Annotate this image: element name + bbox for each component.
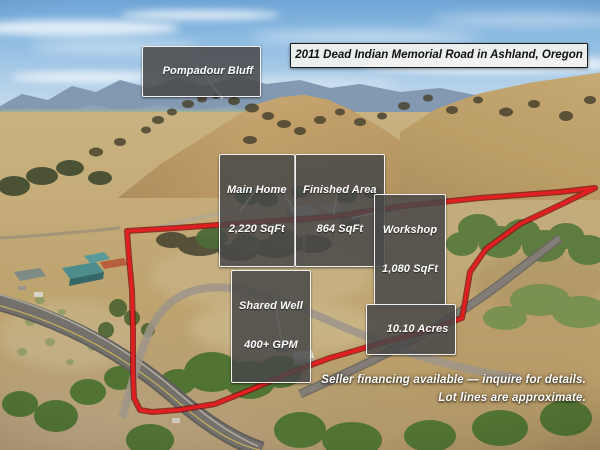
callout-finished-area-line2: 864 SqFt: [316, 223, 364, 235]
cloud: [10, 72, 160, 82]
disclaimer-lot-lines: Lot lines are approximate.: [438, 392, 586, 404]
neighbor-buildings: [14, 252, 128, 286]
callout-finished-area-line1: Finished Area: [303, 184, 377, 196]
title-banner: 2011 Dead Indian Memorial Road in Ashlan…: [290, 43, 588, 68]
vehicles: [18, 286, 180, 423]
callout-acreage-line1: 10.10 Acres: [386, 323, 449, 335]
cloud: [0, 20, 180, 36]
cloud: [430, 14, 600, 26]
callout-shared-well-line1: Shared Well: [239, 300, 303, 312]
cloud: [250, 30, 480, 44]
callout-main-home-line1: Main Home: [227, 184, 287, 196]
callout-pompadour-bluff: Pompadour Bluff: [142, 46, 262, 97]
callout-workshop: Workshop 1,080 SqFt: [374, 194, 447, 307]
callout-acreage: 10.10 Acres: [366, 304, 457, 355]
callout-workshop-line2: 1,080 SqFt: [382, 263, 439, 275]
callout-shared-well-line2: 400+ GPM: [244, 339, 298, 351]
callout-workshop-line1: Workshop: [382, 224, 438, 236]
callout-finished-area: Finished Area 864 SqFt: [295, 154, 385, 267]
callout-main-home: Main Home 2,220 SqFt: [219, 154, 295, 267]
callout-pompadour-bluff-line1: Pompadour Bluff: [162, 65, 254, 77]
callout-shared-well: Shared Well 400+ GPM: [231, 270, 311, 383]
cloud: [120, 10, 280, 20]
callout-main-home-line2: 2,220 SqFt: [228, 223, 285, 235]
disclaimer-seller-financing: Seller financing available — inquire for…: [321, 374, 586, 386]
